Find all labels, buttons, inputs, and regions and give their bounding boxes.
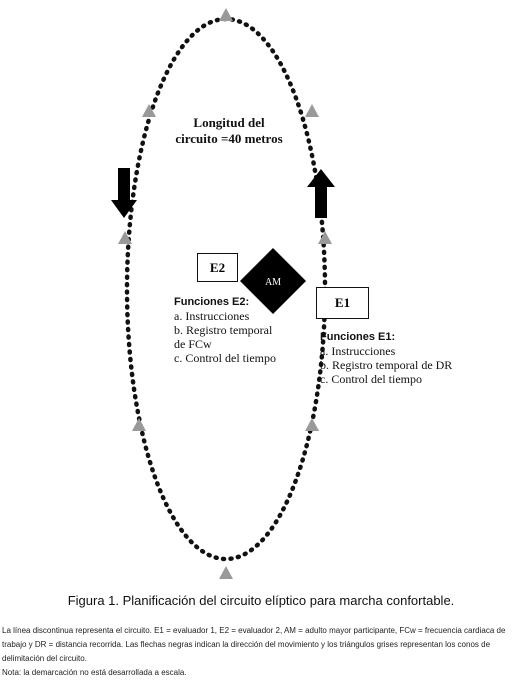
circuit-title: Longitud del circuito =40 metros bbox=[154, 115, 304, 147]
evaluator-2-functions-list: a. Instrucciones b. Registro temporal de… bbox=[174, 309, 276, 365]
evaluator-1-functions-title: Funciones E1: bbox=[320, 331, 396, 343]
cone-icon bbox=[142, 104, 156, 117]
evaluator-1-label: E1 bbox=[334, 295, 351, 310]
evaluator-1-functions-list: a. Instrucciones b. Registro temporal de… bbox=[320, 344, 452, 386]
list-item: de FCw bbox=[174, 337, 212, 351]
circuit-title-line-1: Longitud del bbox=[193, 115, 265, 130]
participant-diamond bbox=[240, 248, 306, 314]
arrow-down-icon bbox=[111, 168, 137, 218]
figure-note: Nota: la demarcación no está desarrollad… bbox=[2, 668, 187, 677]
figure-caption: Figura 1. Planificación del circuito elí… bbox=[67, 593, 455, 608]
cone-icon bbox=[219, 8, 233, 21]
cone-icon bbox=[132, 418, 146, 431]
list-item: b. Registro temporal de DR bbox=[320, 358, 453, 372]
cone-icon bbox=[219, 566, 233, 579]
evaluator-1-functions: Funciones E1: a. Instrucciones b. Regist… bbox=[320, 331, 452, 386]
list-item: c. Control del tiempo bbox=[174, 351, 276, 365]
circuit-title-line-2: circuito =40 metros bbox=[175, 131, 283, 146]
arrow-up-icon bbox=[307, 169, 335, 218]
list-item: c. Control del tiempo bbox=[320, 372, 422, 386]
participant-label: AM bbox=[265, 277, 281, 288]
circuit-diagram: AM bbox=[111, 8, 335, 579]
cone-icon bbox=[318, 231, 332, 244]
list-item: b. Registro temporal bbox=[174, 323, 273, 337]
cone-icon bbox=[305, 104, 319, 117]
cone-icon bbox=[305, 418, 319, 431]
cone-icon bbox=[118, 231, 132, 244]
evaluator-2-label: E2 bbox=[209, 259, 226, 275]
evaluator-2-box: E2 bbox=[197, 253, 238, 282]
evaluator-2-functions-title: Funciones E2: bbox=[174, 296, 250, 308]
evaluator-2-functions: Funciones E2: a. Instrucciones b. Regist… bbox=[174, 296, 276, 365]
list-item: a. Instrucciones bbox=[320, 344, 396, 358]
evaluator-1-box: E1 bbox=[316, 287, 369, 319]
figure-legend: La línea discontinua representa el circu… bbox=[2, 626, 506, 663]
list-item: a. Instrucciones bbox=[174, 309, 250, 323]
